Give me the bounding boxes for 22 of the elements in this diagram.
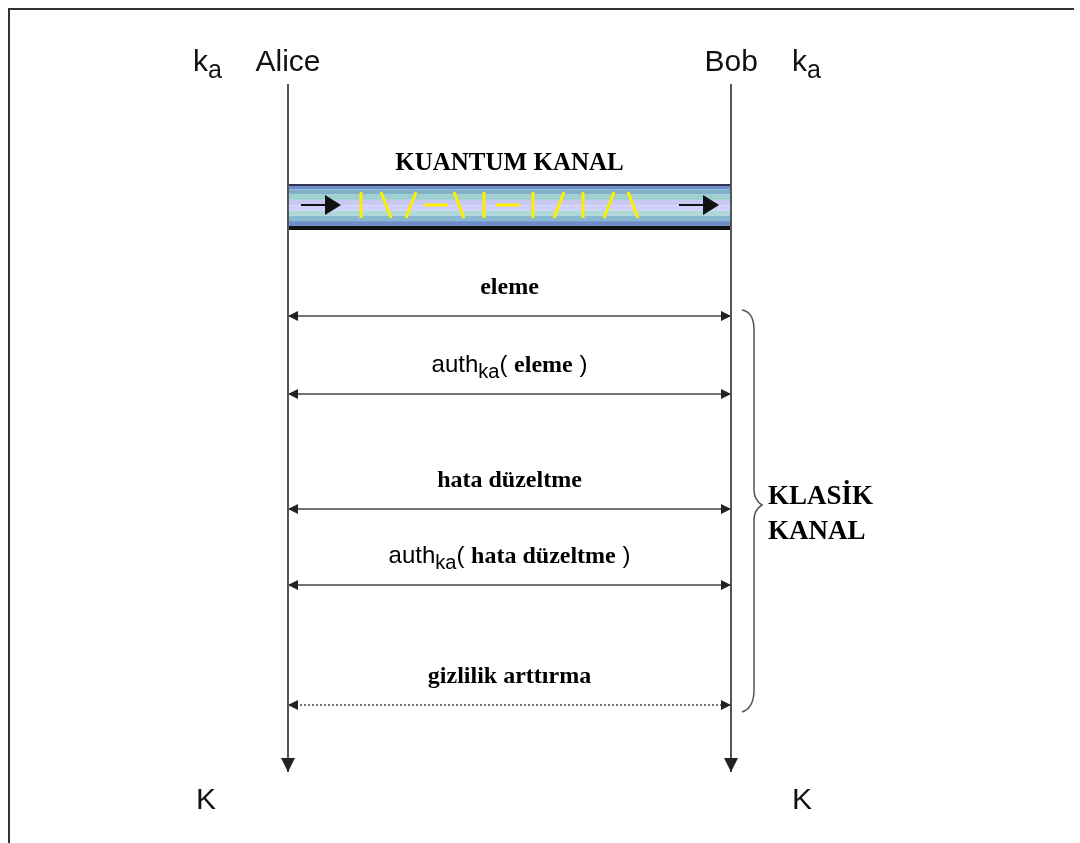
- key-label: k$_{a}$: [193, 44, 222, 84]
- channel-label: KLASİK KANAL: [768, 479, 875, 548]
- key-label: k$_{a}$: [792, 44, 821, 84]
- participant-name: Bob: [704, 44, 758, 78]
- lifeline-arrow: [724, 746, 738, 773]
- lifeline-arrow: [281, 746, 295, 773]
- result-key: K: [792, 776, 812, 816]
- message-label: gizlilik arttırma: [426, 661, 593, 689]
- message-arrow: [287, 504, 732, 514]
- lifeline: [730, 84, 732, 748]
- message-arrow: [287, 580, 732, 590]
- participant-name: Alice: [255, 44, 321, 78]
- message-label: auth$_{ka}$( hata düzeltme ): [387, 541, 632, 574]
- channel-heading: KUANTUM KANAL: [394, 148, 625, 176]
- message-arrow: [287, 700, 732, 710]
- message-label: eleme: [479, 272, 540, 300]
- message-label: auth$_{ka}$( eleme ): [430, 350, 589, 383]
- message-label: hata düzeltme: [436, 465, 583, 493]
- message-arrow: [287, 311, 732, 321]
- message-arrow: [287, 389, 732, 399]
- result-key: K: [196, 776, 216, 816]
- lifeline: [287, 84, 289, 748]
